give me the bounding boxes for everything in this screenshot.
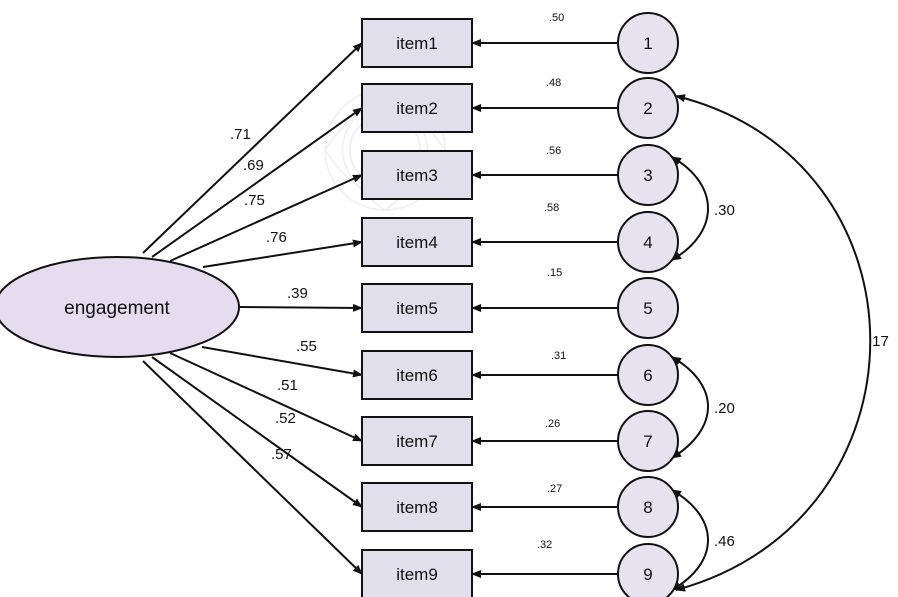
item-label: item1 [396, 34, 438, 53]
regression-paths [142, 42, 363, 575]
covariance-arcs [671, 94, 872, 592]
error-label: 3 [643, 166, 652, 185]
item-label: item7 [396, 432, 438, 451]
error-term-3[interactable]: 3 [617, 144, 679, 206]
item-box-item5[interactable]: item5 [361, 283, 473, 333]
error-term-2[interactable]: 2 [617, 77, 679, 139]
covariance-arc-3-4 [671, 156, 709, 261]
item-box-item7[interactable]: item7 [361, 416, 473, 466]
observed-items: item1 item2 item3 item4 item5 item6 item7 item8… [361, 18, 473, 597]
error-term-8[interactable]: 8 [617, 476, 679, 538]
error-paths [471, 39, 618, 578]
loading-path-item3 [169, 174, 363, 262]
item-box-item4[interactable]: item4 [361, 217, 473, 267]
loading-value: .75 [244, 192, 265, 209]
error-term-4[interactable]: 4 [617, 211, 679, 273]
r-squared-value: .48 [546, 77, 561, 89]
covariance-value-3-4: .30 [714, 202, 735, 219]
item-box-item8[interactable]: item8 [361, 482, 473, 532]
error-label: 1 [643, 34, 652, 53]
loading-path-item6 [201, 346, 363, 378]
error-label: 2 [643, 99, 652, 118]
covariance-arc-2-9 [675, 94, 872, 592]
item-box-item1[interactable]: item1 [361, 18, 473, 68]
latent-label: engagement [64, 298, 170, 319]
latent-engagement[interactable]: engagement [0, 256, 240, 358]
loading-value: .76 [266, 229, 287, 246]
r-squared-value: .50 [549, 12, 564, 24]
item-label: item4 [396, 233, 438, 252]
loading-value: .39 [287, 285, 308, 302]
loading-path-item8 [151, 356, 363, 508]
r-squared-value: .32 [537, 539, 552, 551]
loading-path-item5 [239, 303, 363, 312]
r-squared-value: .26 [545, 418, 560, 430]
loading-path-item2 [151, 107, 363, 258]
loading-path-item9 [142, 360, 363, 575]
error-label: 8 [643, 498, 652, 517]
item-label: item5 [396, 299, 438, 318]
error-label: 4 [643, 233, 652, 252]
covariance-arc-6-7 [671, 356, 709, 459]
error-term-6[interactable]: 6 [617, 344, 679, 406]
covariance-arc-8-9 [671, 489, 709, 591]
r-squared-value: .58 [544, 202, 559, 214]
r-squared-value: .27 [547, 483, 562, 495]
covariance-value-2-9: .17 [868, 333, 889, 350]
loading-value: .69 [243, 157, 264, 174]
error-label: 5 [643, 299, 652, 318]
error-label: 7 [643, 432, 652, 451]
loading-value: .52 [275, 410, 296, 427]
loading-value: .55 [296, 338, 317, 355]
loading-value: .71 [230, 126, 251, 143]
item-label: item9 [396, 565, 438, 584]
item-label: item6 [396, 366, 438, 385]
error-terms: 1 2 3 4 5 6 7 8 9 [617, 12, 679, 597]
error-term-9[interactable]: 9 [617, 543, 679, 597]
item-box-item3[interactable]: item3 [361, 150, 473, 200]
item-box-item9[interactable]: item9 [361, 549, 473, 597]
loading-value: .51 [277, 377, 298, 394]
coefficient-labels: .71 .50 .69 .48 .75 .56 .76 .58 .39 .15 .55 .31 .51.… [230, 12, 889, 551]
item-box-item2[interactable]: item2 [361, 83, 473, 133]
error-term-5[interactable]: 5 [617, 277, 679, 339]
loading-path-item7 [169, 352, 363, 442]
item-label: item2 [396, 99, 438, 118]
r-squared-value: .15 [547, 267, 562, 279]
covariance-value-6-7: .20 [714, 400, 735, 417]
loading-value: .57 [271, 446, 292, 463]
error-term-7[interactable]: 7 [617, 410, 679, 472]
error-label: 6 [643, 366, 652, 385]
item-label: item8 [396, 498, 438, 517]
error-label: 9 [643, 565, 652, 584]
r-squared-value: .31 [551, 350, 566, 362]
r-squared-value: .56 [546, 145, 561, 157]
loading-path-item1 [142, 42, 363, 254]
item-label: item3 [396, 166, 438, 185]
error-term-1[interactable]: 1 [617, 12, 679, 74]
loading-path-item4 [202, 239, 363, 268]
covariance-value-8-9: .46 [714, 533, 735, 550]
item-box-item6[interactable]: item6 [361, 350, 473, 400]
